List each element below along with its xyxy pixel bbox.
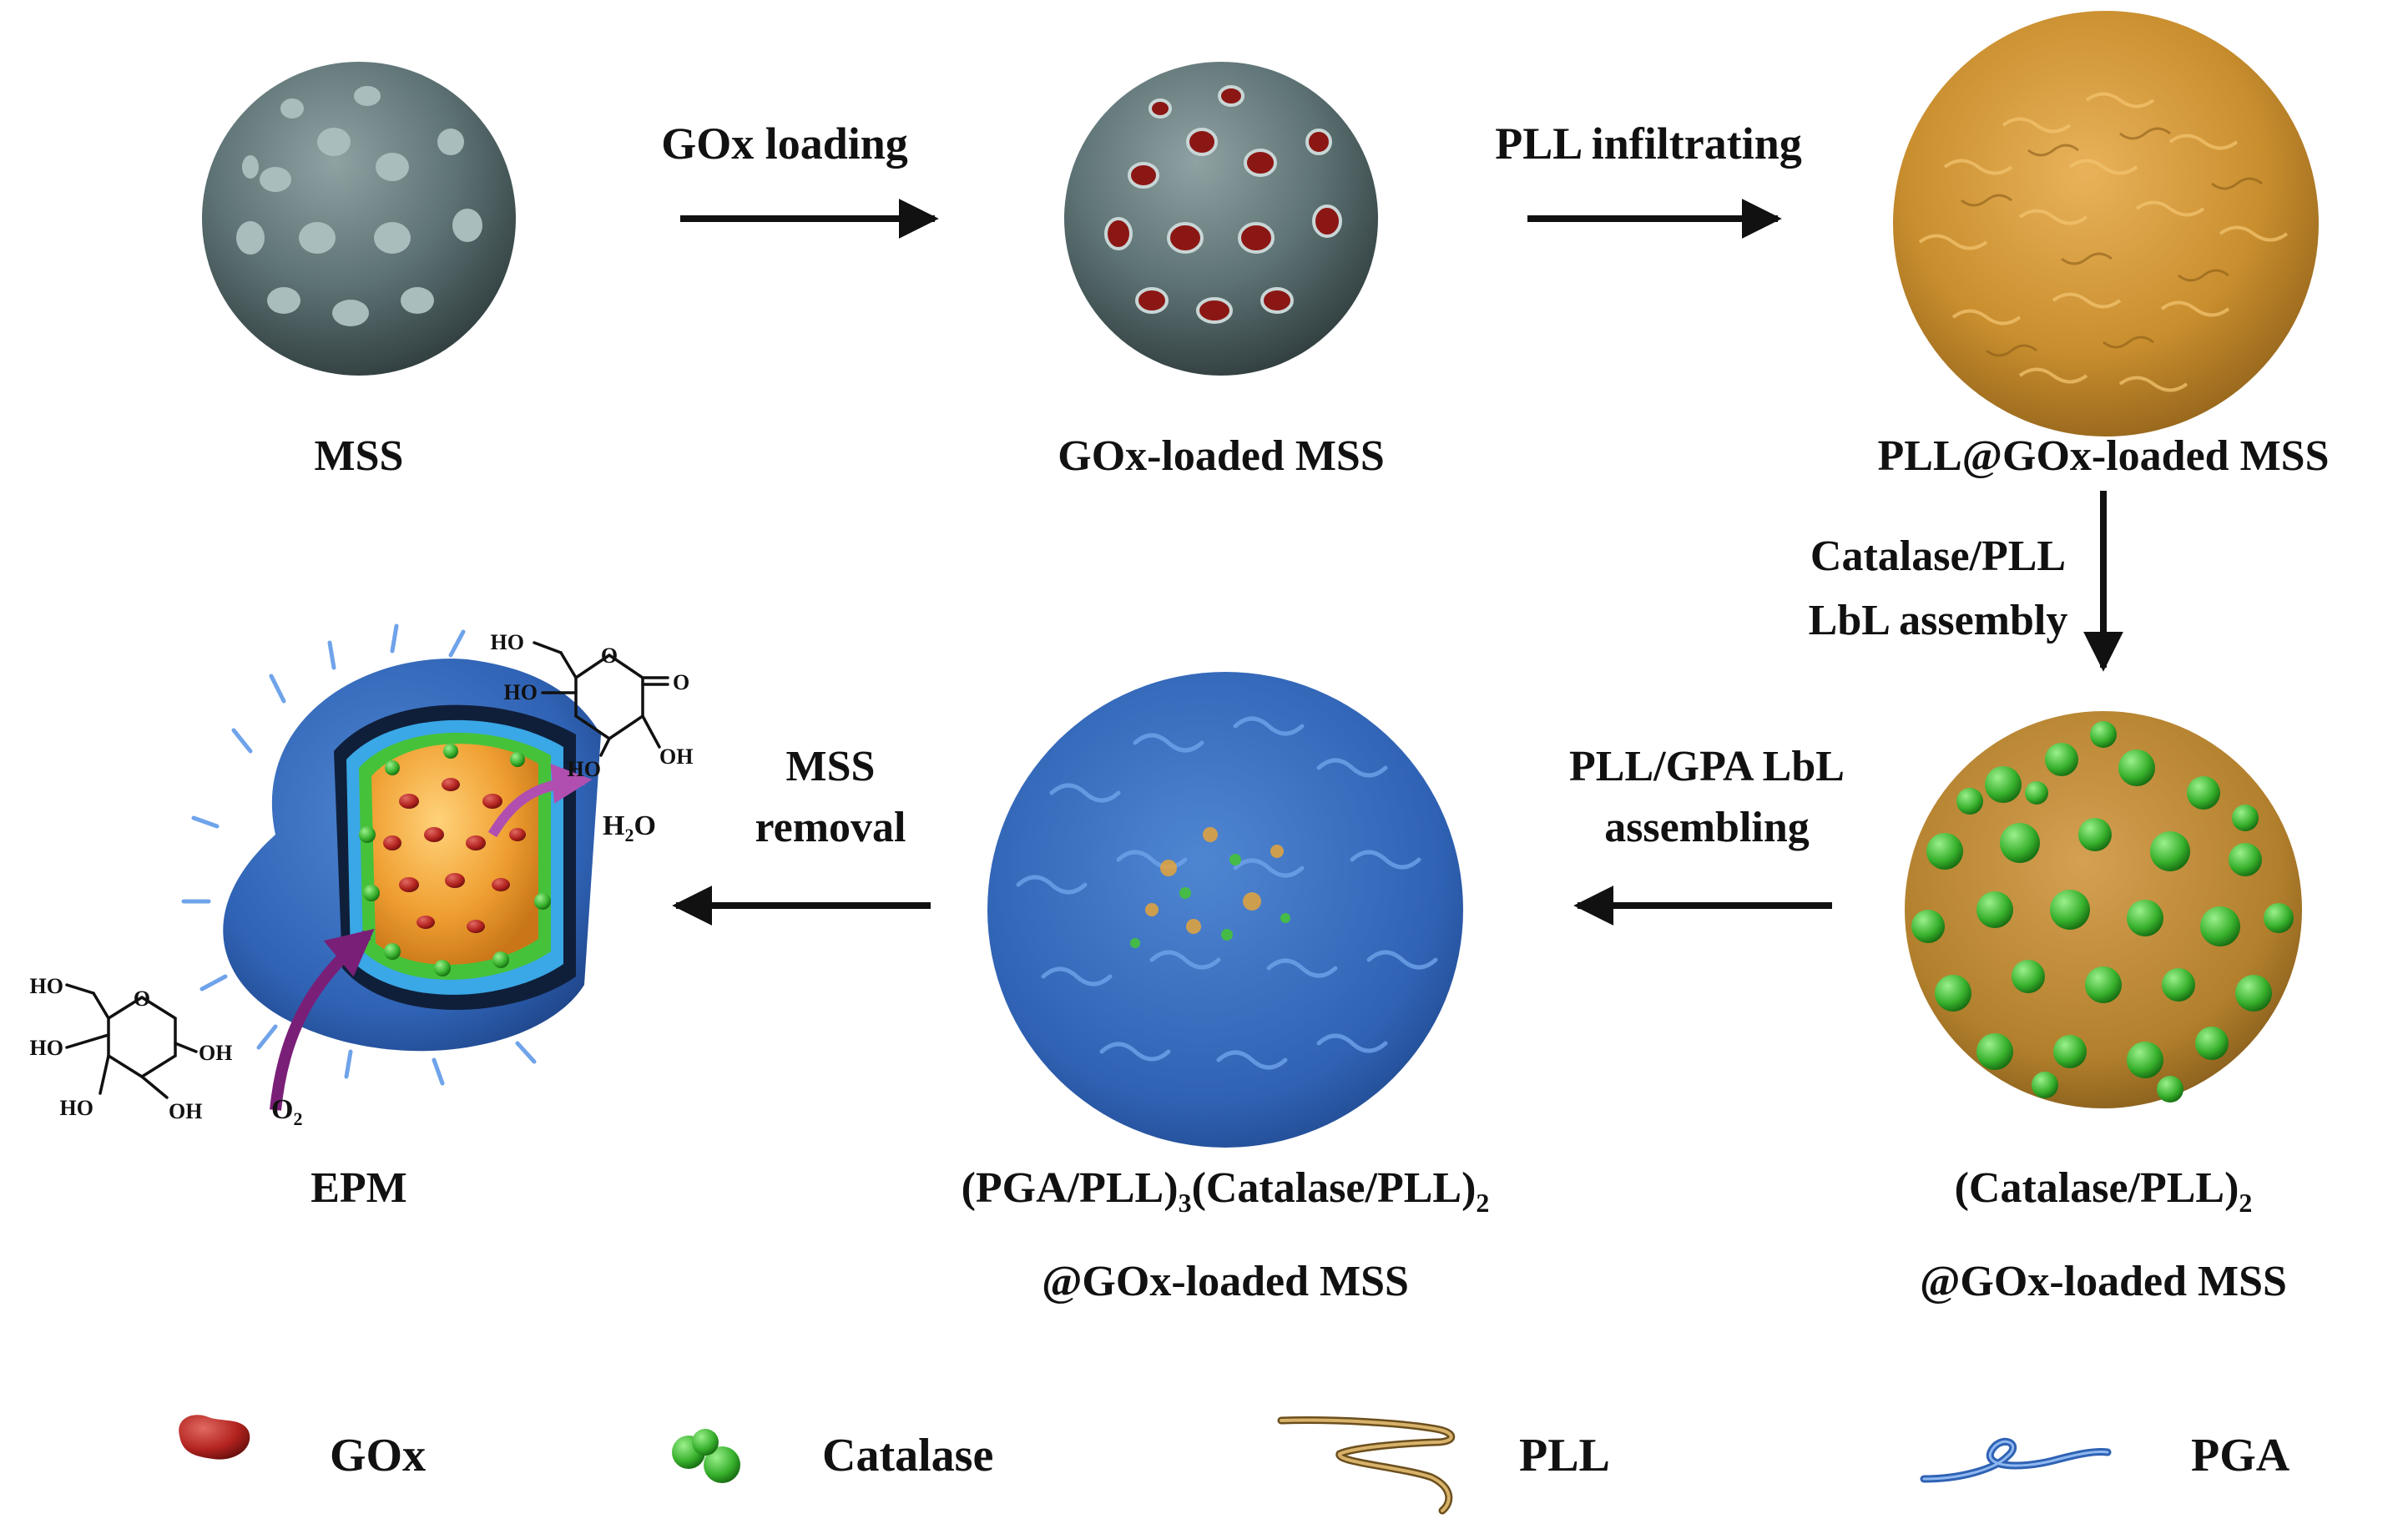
chem-ring-o-2: O — [134, 987, 150, 1011]
mss-sphere — [202, 62, 516, 376]
label-pga-result-line2: @GOx-loaded MSS — [1042, 1258, 1409, 1305]
glucose-structure — [65, 983, 198, 1099]
label-mss: MSS — [315, 432, 404, 480]
legend-catalase-label: Catalase — [822, 1430, 993, 1481]
chem-oh-1: OH — [659, 744, 693, 769]
chem-carbonyl-o: O — [673, 670, 689, 694]
label-catalase-result-line2: @GOx-loaded MSS — [1920, 1258, 2287, 1305]
chem-ho-5: HO — [30, 1036, 63, 1060]
label-mss-removal-line2: removal — [755, 804, 906, 851]
label-gox-loading: GOx loading — [661, 119, 908, 169]
water-o: O — [634, 810, 655, 841]
catalase-result-subscript: 2 — [2239, 1188, 2252, 1218]
label-catalase-pll-line1: Catalase/PLL — [1810, 532, 2066, 580]
chem-oh-3: OH — [169, 1099, 202, 1123]
chem-ring-o-1: O — [601, 643, 618, 668]
chem-ho-1: HO — [491, 630, 524, 654]
chem-ho-3: HO — [568, 757, 601, 781]
legend-catalase-icon — [672, 1429, 740, 1483]
label-pll-gpa-line2: assembling — [1604, 804, 1810, 851]
pga-result-sub-b: 2 — [1476, 1188, 1489, 1218]
legend-pga-icon — [1920, 1437, 2112, 1483]
legend: GOx Catalase PLL PGA — [179, 1415, 2290, 1515]
pga-coated-sphere — [987, 672, 1463, 1148]
catalase-result-main: (Catalase/PLL) — [1955, 1164, 2239, 1212]
oxygen-sub: 2 — [293, 1108, 302, 1129]
epm-particle — [181, 623, 601, 1111]
legend-gox-label: GOx — [330, 1430, 426, 1481]
pga-result-part-a: (PGA/PLL) — [962, 1164, 1179, 1212]
label-oxygen: O2 — [271, 1094, 302, 1129]
gox-loaded-mss-sphere — [1064, 62, 1378, 376]
label-gox-loaded-mss: GOx-loaded MSS — [1058, 432, 1385, 480]
chem-ho-2: HO — [504, 680, 538, 704]
chem-oh-2: OH — [199, 1041, 232, 1065]
pga-result-sub-a: 3 — [1179, 1188, 1192, 1218]
catalase-coated-sphere — [1905, 711, 2302, 1108]
label-water: H2O — [603, 810, 656, 845]
label-epm: EPM — [310, 1164, 407, 1212]
label-pll-gpa-line1: PLL/GPA LbL — [1569, 743, 1845, 790]
pga-result-part-b: (Catalase/PLL) — [1192, 1164, 1477, 1212]
chem-ho-6: HO — [60, 1096, 93, 1120]
chem-ho-4: HO — [30, 974, 63, 998]
label-pll-gox-mss: PLL@GOx-loaded MSS — [1878, 432, 2330, 480]
label-mss-removal-line1: MSS — [786, 743, 876, 790]
label-pll-infiltrating: PLL infiltrating — [1495, 119, 1802, 169]
gluconolactone-structure — [533, 641, 669, 757]
pll-coated-sphere — [1893, 11, 2319, 437]
water-sub: 2 — [624, 825, 634, 845]
legend-pga-label: PGA — [2191, 1430, 2290, 1481]
oxygen-o: O — [271, 1094, 293, 1125]
water-h: H — [603, 810, 624, 841]
label-pga-result-line1: (PGA/PLL)3(Catalase/PLL)2 — [962, 1164, 1490, 1218]
legend-pll-label: PLL — [1519, 1430, 1610, 1481]
legend-gox-icon — [179, 1415, 250, 1460]
legend-pll-icon — [1277, 1416, 1456, 1515]
label-catalase-result-line1: (Catalase/PLL)2 — [1955, 1164, 2253, 1218]
label-catalase-pll-line2: LbL assembly — [1809, 597, 2068, 644]
